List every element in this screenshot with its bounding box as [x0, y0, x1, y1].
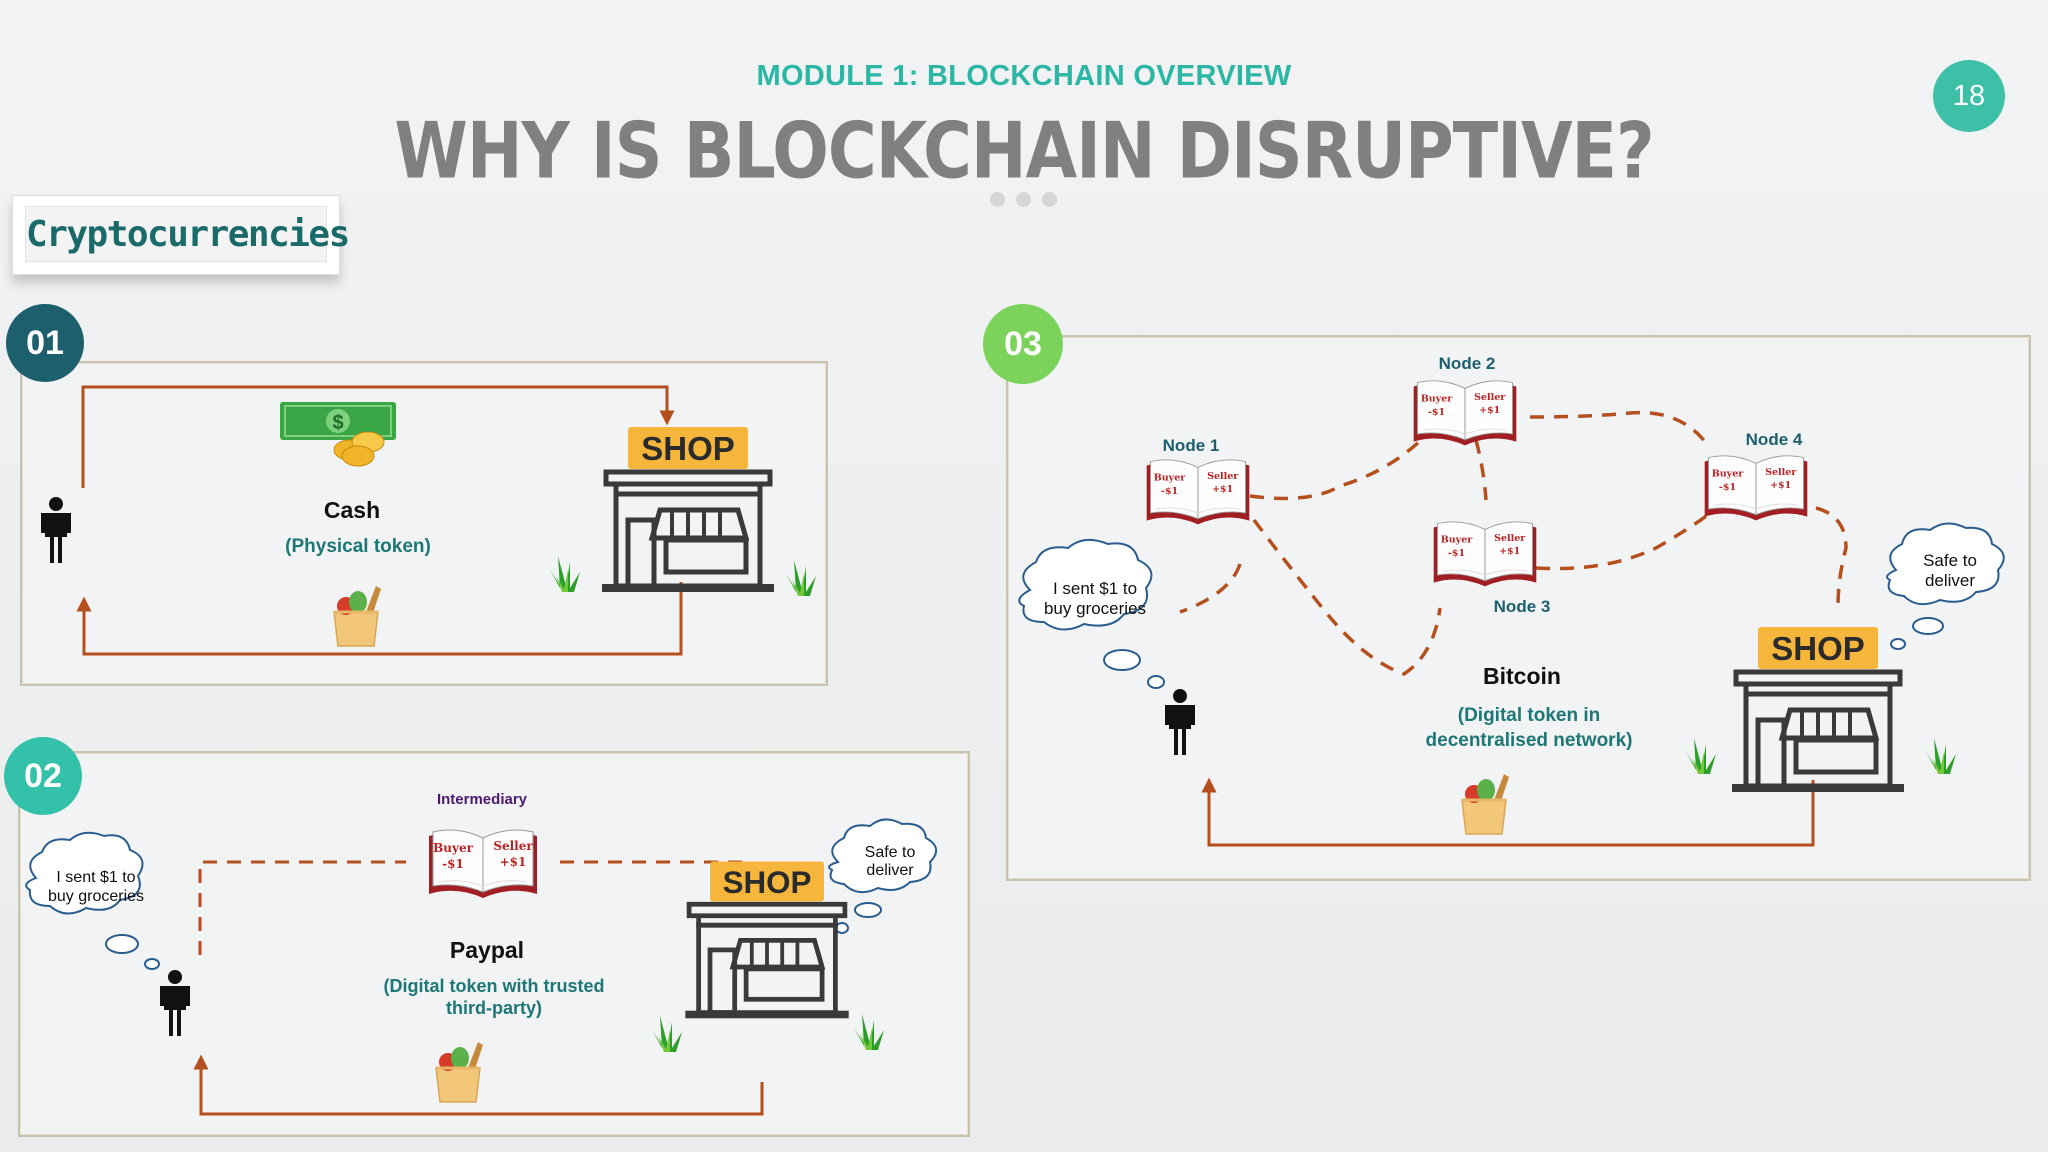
cash-label: Cash [324, 497, 380, 523]
svg-text:-$1: -$1 [1719, 482, 1736, 493]
svg-text:+$1: +$1 [1479, 405, 1500, 416]
svg-text:Buyer: Buyer [1154, 473, 1187, 484]
intermediary-label: Intermediary [437, 791, 528, 808]
shop-sign: SHOP [641, 430, 735, 467]
shop-icon: SHOP [1732, 627, 1904, 792]
shop-icon: SHOP [685, 861, 849, 1019]
svg-text:Buyer: Buyer [433, 841, 473, 855]
paypal-label: Paypal [450, 937, 524, 963]
svg-text:+$1: +$1 [1770, 480, 1791, 491]
shop-bubble-line1: Safe to [865, 844, 916, 861]
buyer-bubble-line2: buy groceries [1044, 599, 1146, 618]
panel-cash [20, 361, 828, 686]
node3-label: Node 3 [1494, 597, 1551, 616]
svg-text:-$1: -$1 [1448, 548, 1465, 559]
title-decoration-dots [990, 192, 1068, 212]
svg-text:+$1: +$1 [1499, 546, 1520, 557]
paypal-desc-line2: third-party) [446, 998, 542, 1018]
grass-icon [1926, 738, 1956, 774]
thought-bubble-icon [1018, 538, 1165, 689]
svg-text:Seller: Seller [1207, 471, 1239, 482]
bitcoin-desc-line2: decentralised network) [1426, 730, 1633, 751]
svg-text:Buyer: Buyer [1712, 469, 1745, 480]
shop-sign: SHOP [723, 865, 812, 900]
shop-bubble-line2: deliver [866, 862, 914, 879]
thought-bubble-icon [1886, 522, 2005, 650]
ledger-book-icon: Buyer -$1 Seller +$1 [428, 829, 538, 899]
thought-bubble-icon [25, 831, 160, 970]
buyer-bubble-line2: buy groceries [48, 888, 144, 905]
buyer-bubble-line1: I sent $1 to [1053, 579, 1137, 598]
shop-bubble-line1: Safe to [1923, 551, 1977, 570]
grass-icon [1686, 738, 1716, 774]
svg-text:$: $ [332, 412, 343, 434]
shop-icon: SHOP [602, 427, 774, 592]
ledger-book-icon: Buyer -$1 Seller +$1 [1146, 459, 1250, 525]
svg-text:+$1: +$1 [1212, 484, 1233, 495]
svg-text:Seller: Seller [1494, 533, 1526, 544]
svg-text:Buyer: Buyer [1421, 394, 1454, 405]
badge-label: Cryptocurrencies [26, 214, 350, 255]
paypal-desc-line1: (Digital token with trusted [383, 976, 604, 996]
grocery-bag-icon [1460, 772, 1511, 836]
svg-text:Seller: Seller [1765, 467, 1797, 478]
page-number-badge: 18 [1933, 60, 2005, 132]
bitcoin-label: Bitcoin [1483, 663, 1561, 689]
node4-label: Node 4 [1746, 430, 1803, 449]
shop-sign: SHOP [1771, 630, 1865, 667]
shop-bubble-line2: deliver [1925, 571, 1975, 590]
svg-text:-$1: -$1 [442, 857, 464, 871]
svg-text:Seller: Seller [1474, 392, 1506, 403]
coins-icon [333, 431, 385, 467]
panel2-number: 02 [4, 737, 82, 815]
svg-text:Seller: Seller [493, 839, 533, 853]
dollar-bills-icon: $ [280, 402, 396, 440]
panel-paypal [18, 751, 970, 1137]
node1-label: Node 1 [1163, 436, 1220, 455]
person-icon [1165, 689, 1195, 755]
buyer-bubble-line1: I sent $1 to [56, 869, 135, 886]
cash-desc: (Physical token) [285, 536, 431, 557]
svg-text:-$1: -$1 [1428, 407, 1445, 418]
node2-label: Node 2 [1439, 354, 1496, 373]
thought-bubble-icon [828, 818, 937, 934]
slide-title: WHY IS BLOCKCHAIN DISRUPTIVE? [394, 105, 1654, 197]
svg-text:-$1: -$1 [1161, 486, 1178, 497]
cryptocurrencies-badge: Cryptocurrencies [12, 195, 350, 275]
module-title: MODULE 1: BLOCKCHAIN OVERVIEW [756, 60, 1292, 92]
ledger-book-icon: Buyer -$1 Seller +$1 [1704, 455, 1808, 521]
ledger-book-icon: Buyer -$1 Seller +$1 [1433, 521, 1537, 587]
svg-text:Buyer: Buyer [1441, 535, 1474, 546]
svg-text:+$1: +$1 [500, 855, 527, 869]
bitcoin-desc-line1: (Digital token in [1458, 705, 1601, 726]
panel1-number: 01 [6, 304, 84, 382]
panel3-number: 03 [983, 304, 1063, 384]
ledger-book-icon: Buyer -$1 Seller +$1 [1413, 380, 1517, 446]
